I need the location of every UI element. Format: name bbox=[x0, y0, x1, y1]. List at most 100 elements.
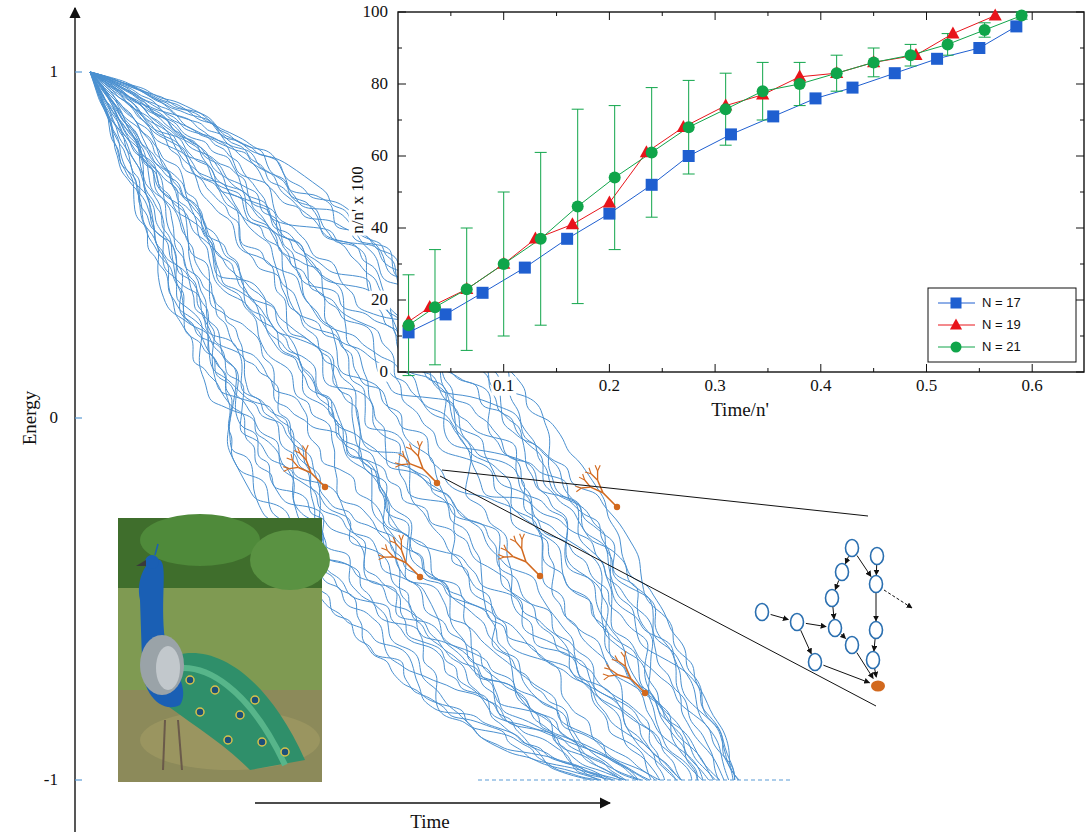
graph-arrow bbox=[833, 607, 834, 619]
graph-arrow bbox=[857, 555, 871, 576]
tick-label: 60 bbox=[369, 147, 390, 166]
square-marker bbox=[440, 308, 452, 320]
circle-marker bbox=[831, 67, 843, 79]
tree-branch bbox=[298, 447, 300, 453]
circle-marker bbox=[429, 301, 441, 313]
circle-marker bbox=[905, 49, 917, 61]
braid-line bbox=[90, 72, 703, 780]
square-marker bbox=[603, 208, 615, 220]
square-marker bbox=[477, 287, 489, 299]
tree-branch bbox=[393, 537, 395, 543]
tree-branch bbox=[604, 676, 609, 680]
graph-arrow bbox=[801, 630, 812, 654]
zoom-leaders bbox=[440, 470, 876, 706]
tree-branch bbox=[283, 467, 289, 469]
circle-marker bbox=[1016, 10, 1028, 22]
tree-branch bbox=[401, 550, 405, 563]
tree-branch bbox=[516, 542, 522, 549]
tree-branch bbox=[583, 474, 585, 480]
tree-branch bbox=[387, 550, 393, 557]
graph-node bbox=[791, 614, 804, 631]
legend-text: N = 19 bbox=[982, 318, 1021, 332]
tree-branch bbox=[581, 486, 590, 488]
circle-marker bbox=[535, 233, 547, 245]
tree-branch bbox=[306, 460, 311, 473]
tree-branch bbox=[624, 657, 626, 666]
square-marker bbox=[951, 298, 962, 309]
circle-marker bbox=[757, 85, 769, 97]
tick-label: 1 bbox=[48, 63, 61, 82]
braid-line bbox=[90, 72, 702, 780]
tree-branch bbox=[302, 445, 305, 450]
tree-branch bbox=[418, 447, 419, 456]
graph-node bbox=[846, 540, 859, 557]
tree-branch bbox=[609, 675, 618, 676]
graph-node bbox=[829, 620, 842, 637]
graph-node bbox=[826, 590, 839, 607]
circle-marker bbox=[794, 78, 806, 90]
triangle-marker bbox=[989, 8, 1002, 20]
axis-title: Energy bbox=[20, 389, 41, 448]
tree-branch bbox=[420, 441, 423, 447]
tick-label: 0.6 bbox=[1020, 377, 1045, 396]
tick-label: 100 bbox=[361, 3, 391, 22]
tree-branch bbox=[403, 451, 404, 457]
graph-node bbox=[846, 637, 859, 654]
tree-branch bbox=[404, 457, 410, 464]
triangle-marker bbox=[950, 318, 962, 329]
square-marker bbox=[973, 42, 985, 54]
legend-text: N = 21 bbox=[982, 340, 1021, 354]
tree-branch bbox=[589, 468, 591, 474]
tick-label: -1 bbox=[42, 771, 60, 790]
square-marker bbox=[725, 128, 737, 140]
circle-marker bbox=[720, 103, 732, 115]
tick-label: 0.2 bbox=[597, 377, 622, 396]
square-marker bbox=[683, 150, 695, 162]
graph-arrow bbox=[876, 593, 877, 621]
series-line bbox=[409, 26, 1017, 332]
tree-branch bbox=[409, 444, 411, 450]
graph-arrow bbox=[835, 580, 839, 589]
legend-text: N = 17 bbox=[982, 296, 1021, 310]
tick-label: 80 bbox=[369, 75, 390, 94]
tree-branch bbox=[575, 486, 581, 488]
tree-root bbox=[322, 484, 328, 490]
triangle-marker bbox=[603, 196, 616, 208]
tree-branch bbox=[607, 664, 611, 669]
graph-node bbox=[836, 564, 849, 581]
tree-branch bbox=[395, 465, 401, 468]
graph-arrow bbox=[841, 634, 845, 638]
tree-branch bbox=[386, 544, 388, 550]
tree-branch bbox=[395, 463, 401, 465]
triangle-marker bbox=[946, 26, 959, 38]
series-line bbox=[409, 16, 996, 322]
series-line bbox=[409, 16, 1022, 326]
square-marker bbox=[646, 179, 658, 191]
tree-branch bbox=[291, 454, 292, 460]
tree-branch bbox=[507, 550, 514, 556]
tree-branch bbox=[401, 541, 402, 550]
tick-label: 0.4 bbox=[808, 377, 833, 396]
tree-branch bbox=[621, 652, 625, 657]
tree-branch bbox=[378, 555, 384, 557]
peacock-photo bbox=[118, 514, 330, 782]
tree-branch bbox=[598, 465, 601, 471]
graph-arrow bbox=[874, 639, 875, 651]
square-marker bbox=[847, 82, 859, 94]
axis-title: Time bbox=[408, 812, 451, 833]
tick-label: 0 bbox=[378, 363, 391, 382]
circle-marker bbox=[646, 146, 658, 158]
braid-line bbox=[90, 72, 620, 780]
circle-marker bbox=[683, 121, 695, 133]
graph-node bbox=[867, 652, 880, 669]
graph-node bbox=[871, 548, 884, 565]
zoom-graph bbox=[756, 540, 913, 692]
graph-arrow bbox=[806, 623, 826, 626]
axis-title: Time/n' bbox=[709, 400, 771, 421]
axis-title: n/n' x 100 bbox=[349, 164, 368, 235]
tree-branch bbox=[597, 471, 598, 480]
tree-branch bbox=[289, 467, 298, 468]
square-marker bbox=[1010, 20, 1022, 32]
